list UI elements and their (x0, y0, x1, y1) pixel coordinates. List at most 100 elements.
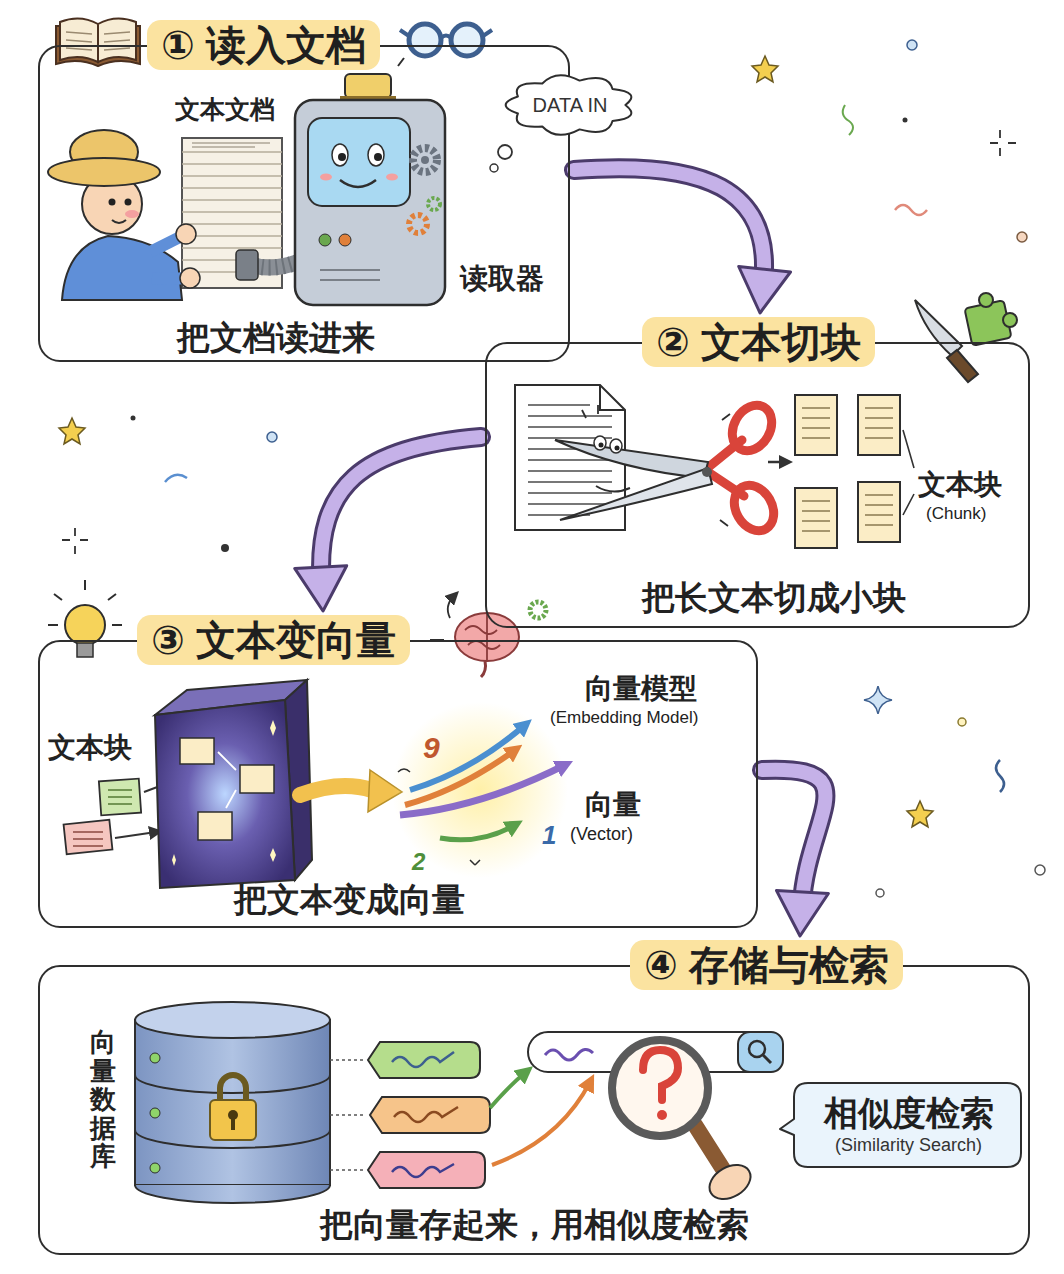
scissors-part (615, 446, 620, 451)
paper-stack-part (192, 143, 270, 147)
scissors-part (702, 467, 712, 477)
decorations-part (1035, 865, 1045, 875)
brain-icon-part (465, 614, 500, 660)
magnifier-part (643, 1050, 678, 1100)
arrow-head (739, 267, 791, 314)
embedding-cube-part (180, 738, 214, 764)
vector-database-part (210, 1100, 256, 1140)
reader-robot-part (345, 74, 391, 98)
bubble-title: 相似度检索 (824, 1093, 994, 1134)
search-bar-part (763, 1055, 771, 1063)
boy-figure-part (62, 236, 182, 300)
arrow-outline (762, 770, 825, 906)
boy-figure-part (48, 158, 160, 186)
boy-figure-part (180, 268, 200, 288)
decorations-part (907, 801, 933, 827)
step-panel: ① 读入文档把文档读进来 (38, 45, 570, 362)
boy-figure-part (109, 199, 116, 206)
vector-tags-part (330, 1060, 366, 1170)
part-label: (Chunk) (926, 504, 986, 524)
reader-robot-part (332, 144, 348, 166)
part-label: 文本文档 (175, 94, 275, 124)
vector-tags-part (492, 1082, 590, 1165)
paper-stack-part (182, 152, 282, 272)
reader-robot-part (386, 174, 398, 181)
vector-digit: 9 (423, 730, 440, 766)
book-icon-part (66, 32, 130, 50)
step-caption: 把向量存起来，用相似度检索 (320, 1205, 749, 1245)
reader-robot-part (308, 118, 410, 206)
vector-tags-part (394, 1107, 458, 1122)
reader-robot-part (428, 198, 440, 210)
arrow-head (295, 566, 347, 611)
input-notes-part (64, 820, 113, 855)
thought-dots-part (498, 145, 512, 159)
thought-dots-part (490, 164, 498, 172)
decorations-part (907, 40, 917, 50)
scissors-part (555, 440, 708, 478)
text-stack: DATA IN (533, 93, 608, 117)
thought-dots (490, 145, 512, 172)
step-heading: ④ 存储与检索 (630, 940, 903, 990)
book-icon-part (98, 18, 136, 62)
decorations-part (990, 130, 1016, 156)
cloud-outline-path (506, 75, 632, 135)
vector-tags-part (370, 1097, 490, 1133)
chunk-papers-part (768, 461, 786, 464)
magnifier-part (612, 1040, 708, 1136)
chunk-papers (768, 395, 914, 548)
embedding-cube-part (240, 765, 274, 793)
scissors-part (726, 478, 781, 538)
vector-tags-part (368, 1042, 480, 1078)
vector-swirl-part (400, 765, 565, 815)
magnifier (612, 1040, 757, 1206)
reader-robot-part (409, 215, 427, 233)
flow-arrow (762, 770, 828, 936)
knife-icon-part (915, 300, 962, 356)
scissors-part (724, 398, 779, 458)
brain-icon-part (448, 596, 454, 618)
vector-swirl-part (398, 769, 480, 865)
step-caption: 把文档读进来 (177, 318, 375, 358)
chunk-papers-part (903, 430, 914, 515)
vector-database-part (150, 1108, 160, 1118)
reader-robot-part (421, 156, 429, 164)
input-notes-part (99, 779, 141, 816)
vector-swirl (300, 702, 568, 878)
input-notes-part (108, 790, 132, 804)
lightbulb-icon (48, 580, 122, 657)
chunk-papers-part (795, 395, 837, 455)
magnifier-part (657, 1110, 667, 1120)
chunk-papers-part (795, 488, 837, 548)
vector-database-part (220, 1075, 246, 1102)
part-label: (Embedding Model) (550, 708, 698, 728)
boy-figure-part (176, 224, 196, 244)
decorations-part (59, 418, 85, 444)
glasses-icon-part (409, 24, 441, 56)
part-label: 读取器 (460, 262, 544, 296)
reader-robot-part (339, 234, 351, 246)
step-caption: 把文本变成向量 (234, 880, 465, 920)
vector-database-part (231, 1118, 235, 1130)
reader-robot-part (320, 174, 332, 181)
glasses-icon (400, 24, 492, 56)
cloud-text: DATA IN (533, 93, 608, 117)
search-bar-part (749, 1041, 765, 1057)
decorations-part (267, 432, 277, 442)
vector-swirl-part (392, 702, 568, 878)
scissors-part (594, 436, 606, 450)
reader-robot-part (319, 234, 331, 246)
reader-robot-part (368, 144, 384, 166)
decorations-part (165, 475, 187, 482)
decorations-part (958, 718, 966, 726)
part-label: 文本块 (918, 468, 1002, 502)
glasses-icon-part (400, 30, 492, 38)
decorations-part (131, 416, 136, 421)
input-notes-part (73, 832, 103, 846)
speech-bubble: 相似度检索(Similarity Search) (778, 1080, 1023, 1170)
brain-icon (430, 596, 546, 677)
arrow-shaft (574, 168, 764, 283)
vector-swirl-part (410, 725, 525, 790)
vector-digit: 2 (412, 848, 425, 877)
arrow-head (777, 891, 829, 936)
